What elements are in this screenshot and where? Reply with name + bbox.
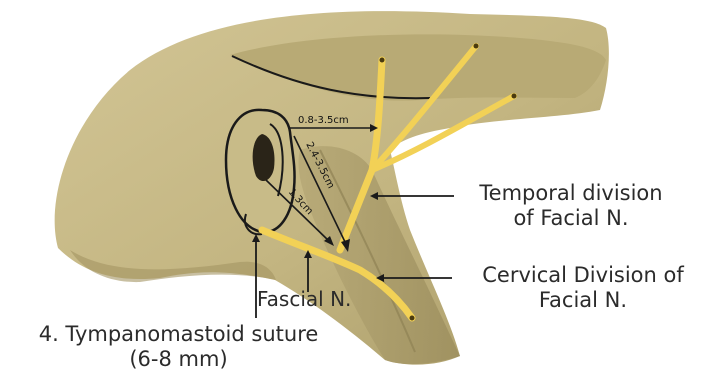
temporal-division-line2: of Facial N. (456, 206, 686, 231)
tympanomastoid-line2: (6-8 mm) (6, 347, 351, 372)
tympanomastoid-line1: 4. Tympanomastoid suture (6, 322, 351, 347)
cervical-division-label: Cervical Division of Facial N. (452, 263, 714, 313)
temporal-division-label: Temporal division of Facial N. (456, 181, 686, 231)
cervical-division-line1: Cervical Division of (452, 263, 714, 288)
cervical-division-line2: Facial N. (452, 288, 714, 313)
facial-nerve-label: Fascial N. (257, 288, 351, 312)
tympanomastoid-suture-label: 4. Tympanomastoid suture (6-8 mm) (6, 322, 351, 372)
temporal-division-line1: Temporal division (456, 181, 686, 206)
measure-horizontal-label: 0.8-3.5cm (298, 115, 349, 126)
